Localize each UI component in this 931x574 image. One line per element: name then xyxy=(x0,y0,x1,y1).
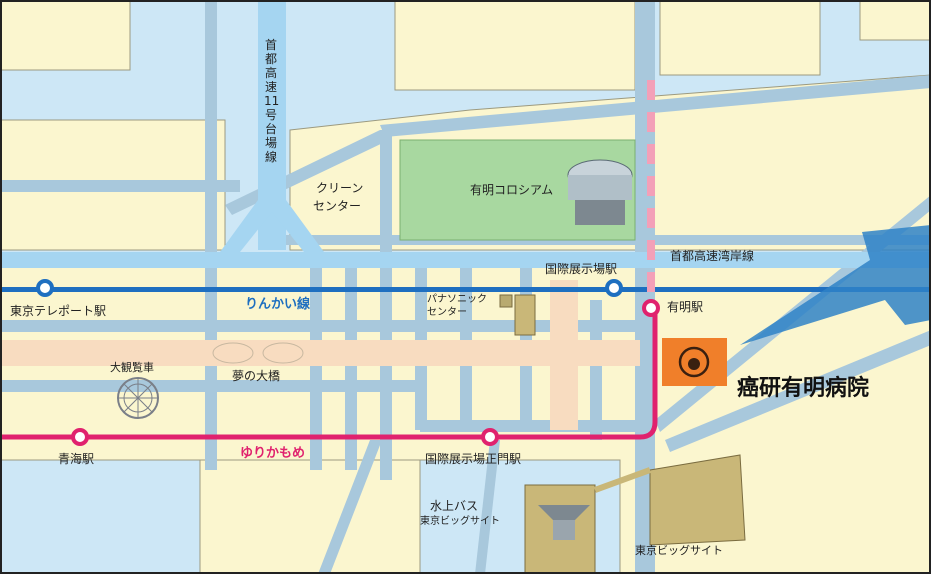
yurikamome-line xyxy=(0,305,658,440)
station-ariake: 有明駅 xyxy=(667,300,704,314)
clean-center-label-1: クリーン xyxy=(316,181,364,195)
colosseum-building xyxy=(567,159,633,225)
wangan-line-label: 首都高速湾岸線 xyxy=(670,249,755,263)
rinkai-line-label: りんかい線 xyxy=(245,297,311,312)
station-kokusai-tenjijo: 国際展示場駅 xyxy=(545,262,618,276)
panasonic-center-label-2: センター xyxy=(427,307,467,318)
wangan-expressway xyxy=(0,252,931,268)
panasonic-center-label-1: パナソニック xyxy=(427,294,487,305)
water-bus-stop-label: 東京ビッグサイト xyxy=(420,516,500,527)
station-kokusai-tenjijo-seimon: 国際展示場正門駅 xyxy=(425,452,522,466)
hospital-name: 癌研有明病院 xyxy=(737,376,870,401)
rinkai-line xyxy=(0,287,931,292)
station-tokyo-teleport: 東京テレポート駅 xyxy=(10,304,107,318)
ferris-wheel-label: 大観覧車 xyxy=(110,361,154,374)
ariake-colosseum-label: 有明コロシアム xyxy=(470,183,554,197)
yume-no-ohashi-label: 夢の大橋 xyxy=(232,369,281,383)
promenade xyxy=(0,340,640,366)
water-bus-label: 水上バス xyxy=(430,499,479,513)
direction-arrow xyxy=(740,225,931,345)
daiba-line-label: 首都高速11号台場線 xyxy=(264,38,280,164)
clean-center-label-2: センター xyxy=(313,199,362,213)
station-aomi: 青海駅 xyxy=(58,452,95,466)
yurikamome-line-label: ゆりかもめ xyxy=(240,446,306,461)
ferris-wheel-icon xyxy=(117,377,159,419)
tokyo-big-sight-label: 東京ビッグサイト xyxy=(635,544,723,557)
big-sight-hall xyxy=(649,454,746,546)
